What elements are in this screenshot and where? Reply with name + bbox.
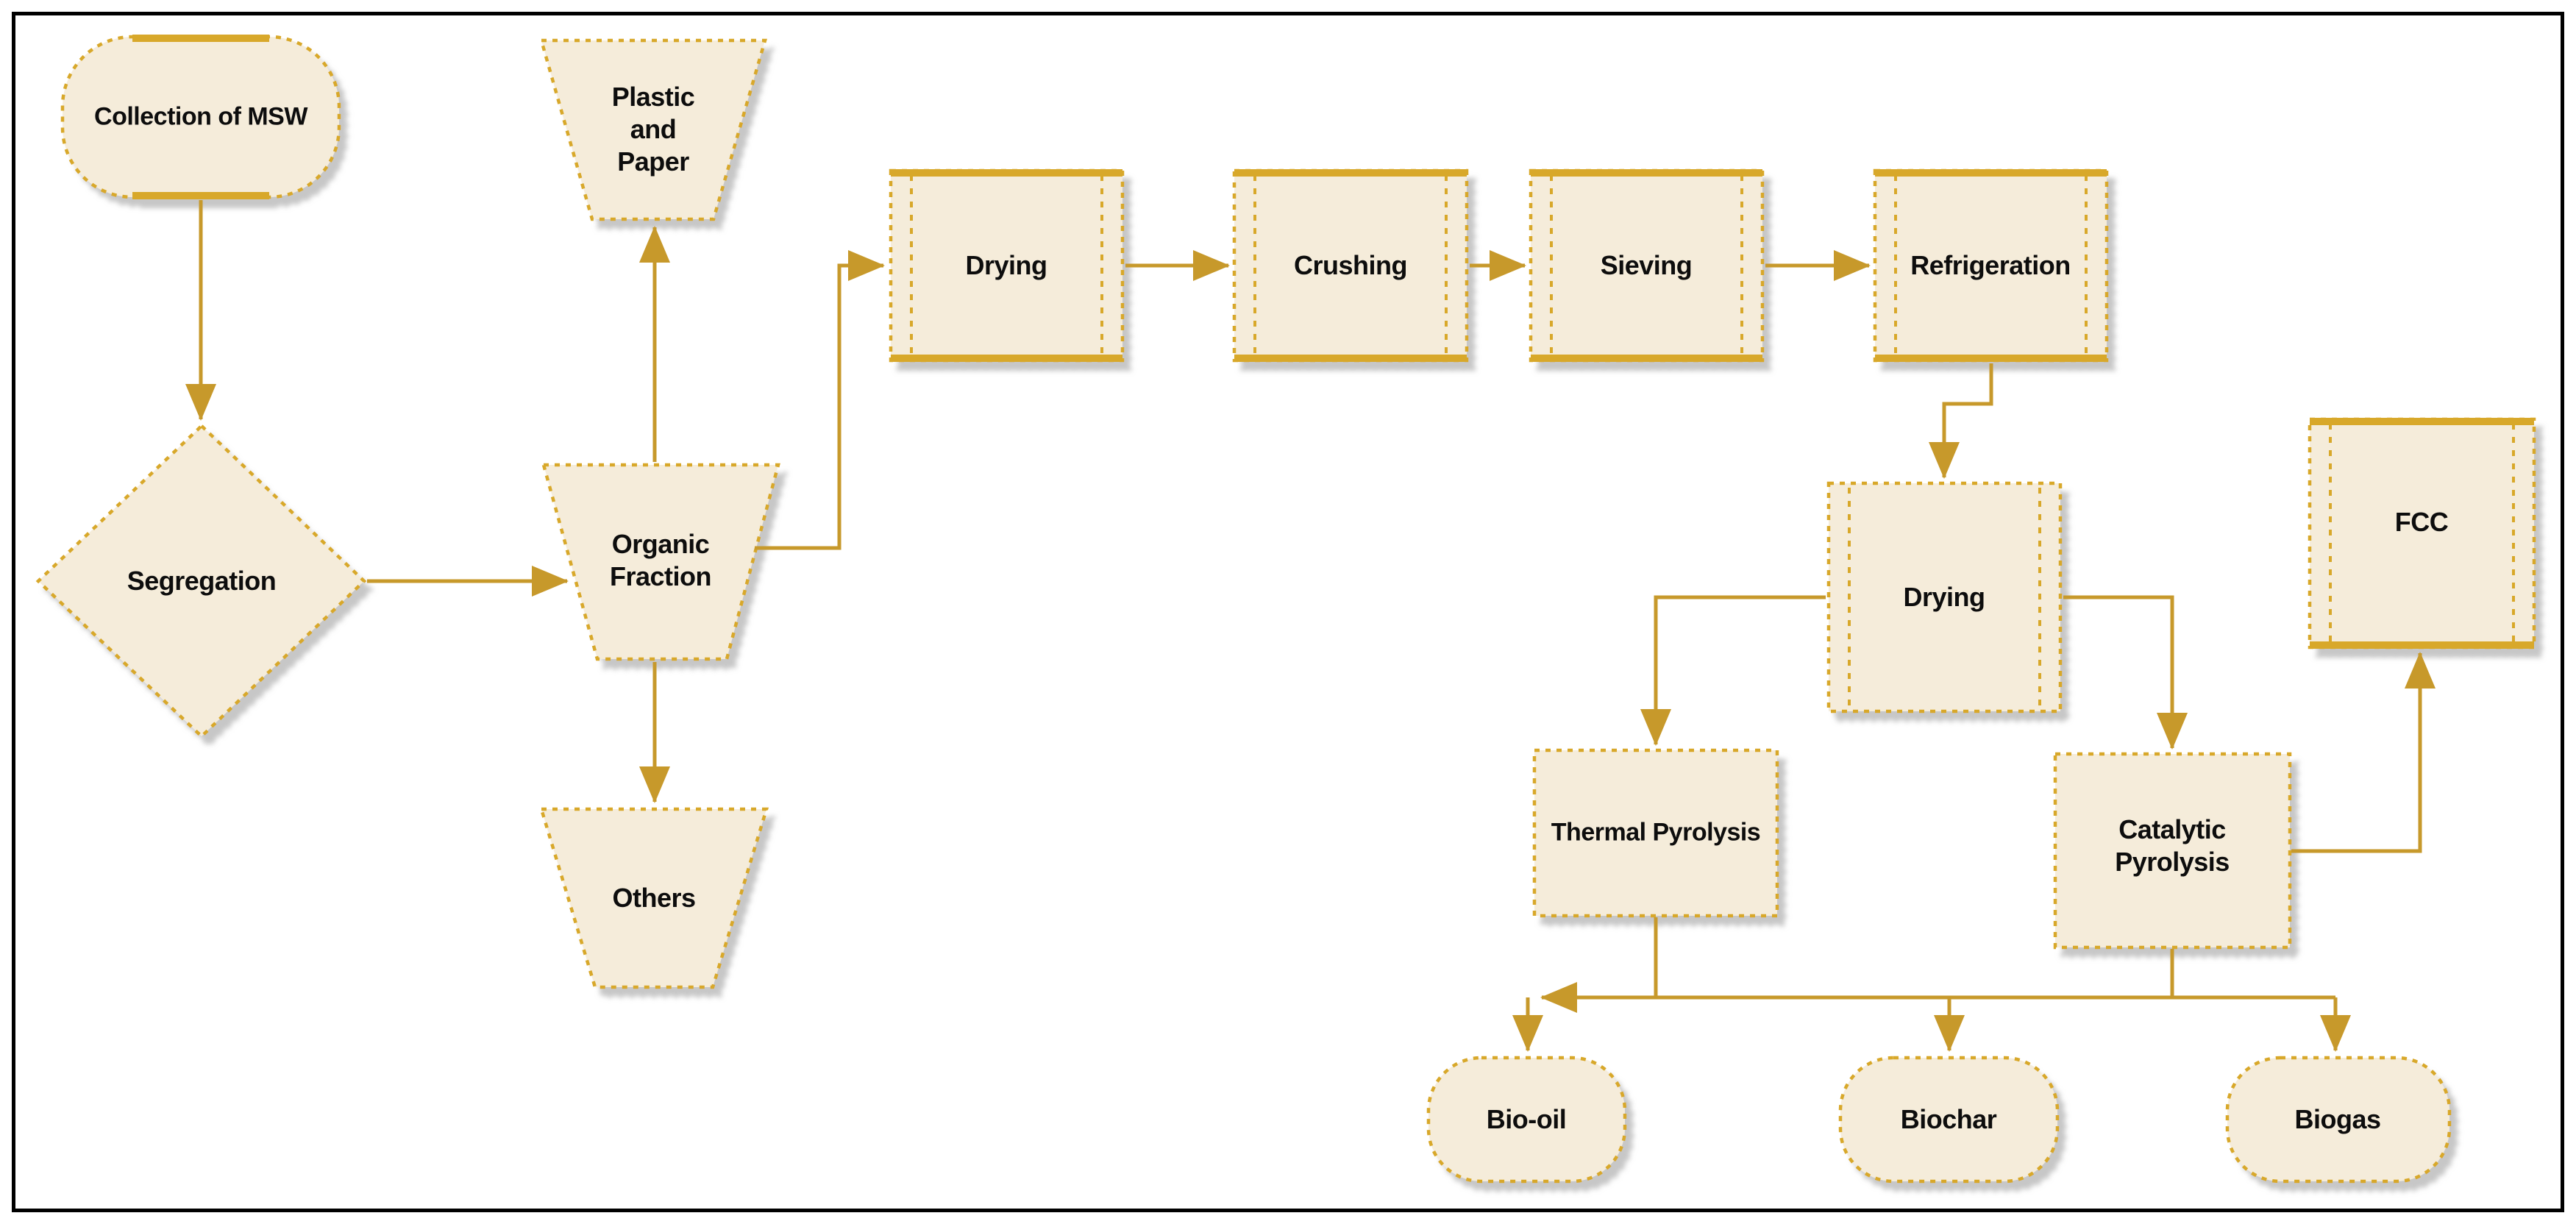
node-biochar-label: Biochar [1900, 1104, 1997, 1135]
node-crushing-shape [1232, 168, 1469, 363]
node-catalytic-pyrolysis-shape [2053, 752, 2292, 950]
node-others-shape [538, 807, 769, 989]
node-fcc-shape [2308, 417, 2536, 650]
node-segregation-shape [35, 423, 367, 739]
node-plastic-paper-shape [539, 38, 767, 221]
node-biochar-shape [1838, 1056, 2060, 1184]
node-plastic-paper-label: Plastic and Paper [611, 82, 695, 177]
edges-layer [185, 200, 2436, 1052]
edge-drying2-catalytic [2063, 595, 2188, 750]
node-refrigeration-shape [1873, 168, 2109, 363]
node-others-label: Others [612, 883, 696, 914]
node-biogas-shape [2225, 1056, 2452, 1184]
node-segregation-label: Segregation [127, 566, 277, 597]
node-refrigeration-label: Refrigeration [1910, 250, 2071, 281]
node-organic-fraction-shape [541, 463, 780, 661]
node-crushing-label: Crushing [1294, 250, 1408, 281]
node-drying1-label: Drying [965, 250, 1047, 281]
node-drying2-label: Drying [1903, 582, 1985, 613]
edge-drying2-thermal [1640, 595, 1826, 746]
node-fcc-label: FCC [2394, 507, 2449, 538]
node-organic-fraction-label: Organic Fraction [609, 529, 712, 591]
node-bio-oil-shape [1426, 1056, 1627, 1184]
node-biogas-label: Biogas [2294, 1104, 2381, 1135]
node-thermal-pyrolysis-shape [1532, 748, 1779, 918]
nodes-layer [35, 35, 2536, 1184]
diagram-frame [12, 12, 2564, 1212]
edge-organic-drying1 [755, 250, 885, 550]
node-sieving-shape [1529, 168, 1765, 363]
node-thermal-pyrolysis-label: Thermal Pyrolysis [1551, 818, 1761, 847]
edge-catalytic-fcc [2291, 652, 2436, 853]
node-collection-shape [60, 35, 341, 199]
node-drying2-shape [1826, 481, 2063, 714]
node-catalytic-pyrolysis-label: Catalytic Pyrolysis [2115, 814, 2230, 877]
node-bio-oil-label: Bio-oil [1486, 1104, 1567, 1135]
edge-refrigeration-drying2 [1929, 363, 1993, 479]
node-drying1-shape [889, 168, 1125, 363]
node-sieving-label: Sieving [1600, 250, 1693, 281]
node-collection-label: Collection of MSW [94, 102, 307, 131]
